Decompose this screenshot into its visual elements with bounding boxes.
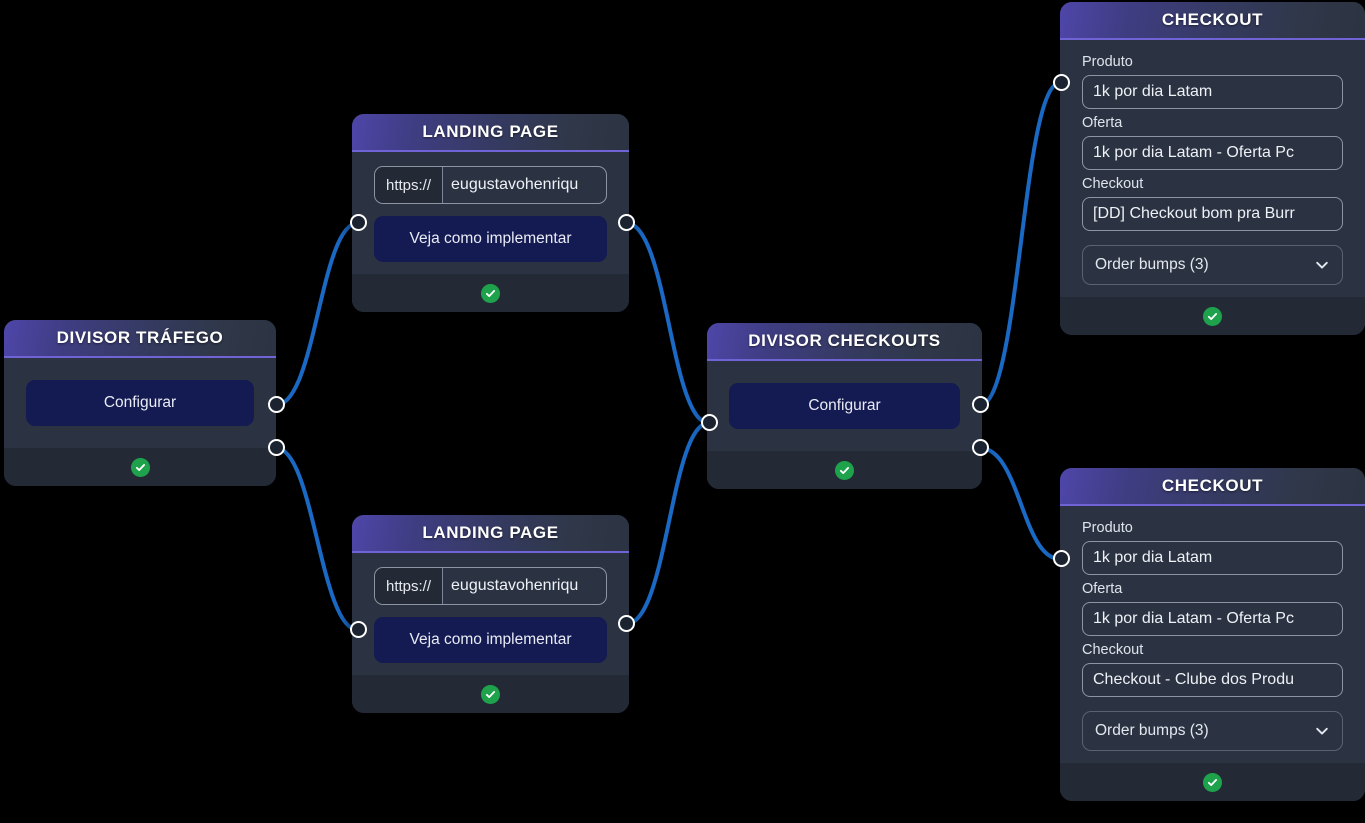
field-label-oferta: Oferta: [1082, 115, 1123, 131]
port-checkout-bottom-input[interactable]: [1053, 550, 1070, 567]
port-landing-page-bottom-output[interactable]: [618, 615, 635, 632]
url-protocol-prefix: https://: [375, 568, 444, 604]
url-protocol-prefix: https://: [375, 167, 444, 203]
node-body: Produto 1k por dia Latam Oferta 1k por d…: [1060, 40, 1365, 297]
node-title: DIVISOR TRÁFEGO: [4, 320, 276, 358]
url-input[interactable]: https:// eugustavohenriqu: [374, 567, 607, 605]
status-ok-icon: [1203, 306, 1222, 326]
node-divisor-trafego[interactable]: DIVISOR TRÁFEGO Configurar: [4, 320, 276, 486]
configure-button[interactable]: Configurar: [729, 383, 960, 429]
edge-divisor-checkouts-to-checkout-top: [978, 81, 1062, 407]
field-input-produto[interactable]: 1k por dia Latam: [1082, 541, 1343, 575]
node-body: https:// eugustavohenriqu Veja como impl…: [352, 152, 629, 274]
url-input-value[interactable]: eugustavohenriqu: [451, 577, 579, 594]
field-input-checkout[interactable]: Checkout - Clube dos Produ: [1082, 663, 1343, 697]
node-title: CHECKOUT: [1060, 2, 1365, 40]
node-title: LANDING PAGE: [352, 114, 629, 152]
node-footer: [1060, 763, 1365, 801]
node-body: Configurar: [4, 358, 276, 448]
node-footer: [4, 448, 276, 486]
status-ok-icon: [481, 684, 500, 704]
field-label-produto: Produto: [1082, 520, 1133, 536]
port-landing-page-bottom-input[interactable]: [350, 621, 367, 638]
port-divisor-checkouts-output-top[interactable]: [972, 396, 989, 413]
edge-landing-bottom-to-divisor-checkouts: [624, 421, 711, 626]
order-bumps-label: Order bumps (3): [1095, 722, 1209, 739]
order-bumps-select[interactable]: Order bumps (3): [1082, 245, 1343, 285]
field-label-oferta: Oferta: [1082, 581, 1123, 597]
node-title: CHECKOUT: [1060, 468, 1365, 506]
status-ok-icon: [481, 283, 500, 303]
node-body: https:// eugustavohenriqu Veja como impl…: [352, 553, 629, 675]
how-to-implement-button[interactable]: Veja como implementar: [374, 617, 607, 663]
status-ok-icon: [130, 457, 150, 477]
port-divisor-trafego-output-top[interactable]: [268, 396, 285, 413]
chevron-down-icon: [1314, 723, 1330, 739]
node-checkout-top[interactable]: CHECKOUT Produto 1k por dia Latam Oferta…: [1060, 2, 1365, 335]
field-label-produto: Produto: [1082, 54, 1133, 70]
port-divisor-trafego-output-bottom[interactable]: [268, 439, 285, 456]
field-label-checkout: Checkout: [1082, 642, 1144, 658]
port-divisor-checkouts-input[interactable]: [701, 414, 718, 431]
field-input-oferta[interactable]: 1k por dia Latam - Oferta Pc: [1082, 602, 1343, 636]
how-to-implement-button[interactable]: Veja como implementar: [374, 216, 607, 262]
url-input[interactable]: https:// eugustavohenriqu: [374, 166, 607, 204]
status-ok-icon: [1203, 772, 1222, 792]
order-bumps-label: Order bumps (3): [1095, 256, 1209, 273]
node-footer: [707, 451, 982, 489]
port-landing-page-top-input[interactable]: [350, 214, 367, 231]
node-body: Configurar: [707, 361, 982, 451]
edge-divisor-trafego-to-landing-bottom: [274, 446, 360, 632]
field-input-oferta[interactable]: 1k por dia Latam - Oferta Pc: [1082, 136, 1343, 170]
order-bumps-select[interactable]: Order bumps (3): [1082, 711, 1343, 751]
port-landing-page-top-output[interactable]: [618, 214, 635, 231]
port-checkout-top-input[interactable]: [1053, 74, 1070, 91]
field-input-checkout[interactable]: [DD] Checkout bom pra Burr: [1082, 197, 1343, 231]
node-landing-page-bottom[interactable]: LANDING PAGE https:// eugustavohenriqu V…: [352, 515, 629, 713]
edge-landing-top-to-divisor-checkouts: [624, 221, 711, 425]
node-checkout-bottom[interactable]: CHECKOUT Produto 1k por dia Latam Oferta…: [1060, 468, 1365, 801]
node-title: DIVISOR CHECKOUTS: [707, 323, 982, 361]
node-footer: [352, 675, 629, 713]
edge-divisor-trafego-to-landing-top: [274, 221, 360, 407]
node-title: LANDING PAGE: [352, 515, 629, 553]
node-divisor-checkouts[interactable]: DIVISOR CHECKOUTS Configurar: [707, 323, 982, 489]
url-input-value[interactable]: eugustavohenriqu: [451, 176, 579, 193]
field-input-produto[interactable]: 1k por dia Latam: [1082, 75, 1343, 109]
node-body: Produto 1k por dia Latam Oferta 1k por d…: [1060, 506, 1365, 763]
port-divisor-checkouts-output-bottom[interactable]: [972, 439, 989, 456]
status-ok-icon: [835, 460, 854, 480]
node-landing-page-top[interactable]: LANDING PAGE https:// eugustavohenriqu V…: [352, 114, 629, 312]
field-label-checkout: Checkout: [1082, 176, 1144, 192]
node-footer: [1060, 297, 1365, 335]
chevron-down-icon: [1314, 257, 1330, 273]
configure-button[interactable]: Configurar: [26, 380, 254, 426]
node-footer: [352, 274, 629, 312]
edge-divisor-checkouts-to-checkout-bottom: [978, 446, 1062, 561]
